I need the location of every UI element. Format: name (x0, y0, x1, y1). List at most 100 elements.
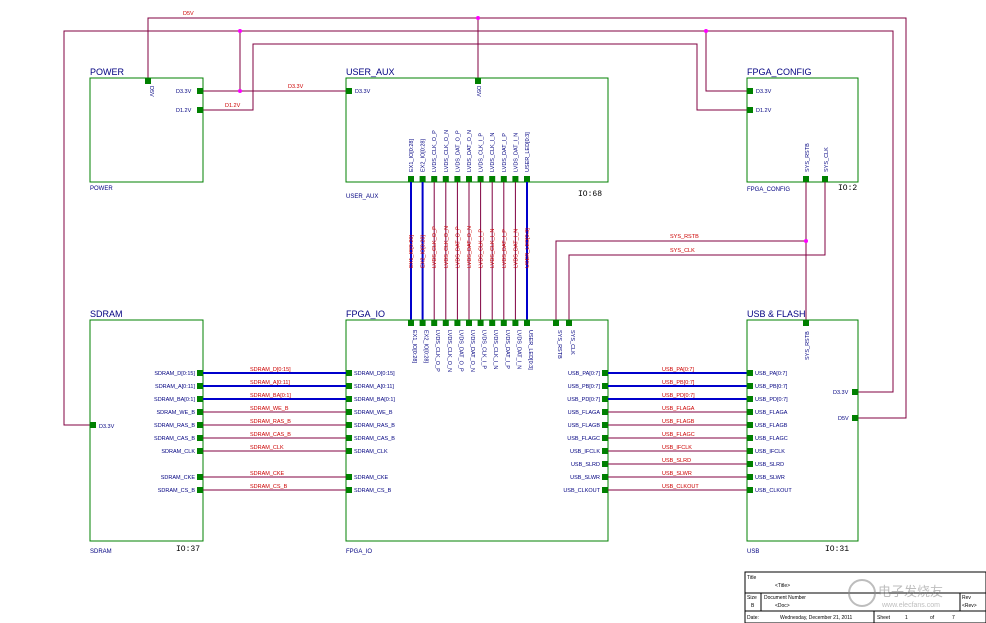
tb-date-value: Wednesday, December 21, 2011 (780, 615, 852, 621)
user-aux-title: USER_AUX (346, 67, 395, 77)
pin-label: LVDS_CLK_O_N (446, 330, 452, 372)
net-label: SDRAM_CLK (250, 445, 284, 451)
pin-label: SDRAM_A[0:11] (155, 384, 195, 390)
port (197, 409, 203, 415)
net-label: LVDS_CLK_O_P (432, 226, 438, 268)
port (512, 176, 519, 182)
port-d33v (852, 389, 858, 395)
net-label: LVDS_DAT_I_P (502, 229, 508, 268)
power-block-sub: POWER (90, 186, 113, 192)
pin-label: SDRAM_CLK (354, 449, 388, 455)
watermark-url: www.elecfans.com (881, 602, 940, 609)
net-label: LVDS_DAT_I_N (513, 229, 519, 268)
title-block: Title <Title> Size B Document Number <Do… (744, 571, 986, 623)
pin-label: EX2_IO[0:28] (423, 330, 429, 363)
port (747, 422, 753, 428)
port (431, 176, 438, 182)
pin-label: SDRAM_CLK (161, 449, 195, 455)
port (442, 176, 449, 182)
net-label-d12v: D1.2V (225, 103, 241, 109)
junction-dot (238, 29, 242, 33)
junction-dot (804, 239, 808, 243)
net-label: SDRAM_CS_B (250, 484, 288, 490)
pin-label: LVDS_DAT_I_P (504, 330, 510, 369)
port (466, 176, 472, 182)
net-label: LVDS_CLK_I_P (479, 229, 485, 268)
usb-flash-block[interactable]: USB & FLASH USB IO:31 SYS_RSTB D3.3V D5V… (746, 309, 859, 555)
tb-sheet-value: 1 (905, 615, 908, 621)
pin-label: LVDS_DAT_O_N (467, 130, 473, 172)
port (419, 320, 426, 326)
port (477, 320, 484, 326)
port (500, 320, 507, 326)
tb-size-value: B (751, 603, 755, 609)
net-label: LVDS_DAT_O_P (455, 226, 461, 268)
d33v-wire-right (202, 30, 894, 393)
tb-docnum-label: Document Number (764, 595, 806, 601)
port (454, 176, 461, 182)
tb-date-label: Date: (747, 615, 759, 621)
net-label: SDRAM_CAS_B (250, 432, 291, 438)
port (747, 474, 753, 480)
port (747, 383, 753, 389)
sys-clk-wire (568, 182, 826, 320)
pin-label: LVDS_CLK_I_N (490, 133, 496, 172)
port (346, 396, 352, 402)
pin-label: SYS_CLK (569, 330, 575, 355)
pin-label: SDRAM_CKE (354, 475, 389, 481)
tb-rev-label: Rev (962, 595, 971, 601)
pin-label: LVDS_DAT_I_N (513, 133, 519, 172)
pin-label: SDRAM_WE_B (354, 410, 393, 416)
tb-title-label: Title (747, 575, 756, 581)
pin-label: USB_PD[0:7] (567, 397, 600, 403)
tb-sheet-label: Sheet (877, 615, 891, 621)
port (346, 383, 352, 389)
tb-title-value: <Title> (775, 583, 790, 589)
tb-rev-value: <Rev> (962, 603, 977, 609)
net-label: LVDS_CLK_I_N (490, 229, 496, 268)
port (602, 487, 608, 493)
d33v-wire-sdram (63, 30, 240, 426)
port (197, 422, 203, 428)
sdram-nets: SDRAM_D[0:15]SDRAM_A[0:11]SDRAM_BA[0:1]S… (203, 367, 346, 491)
net-label: SDRAM_A[0:11] (250, 380, 290, 386)
pin-label: SDRAM_D[0:15] (154, 371, 195, 377)
port-d33v (346, 88, 352, 94)
net-label: SDRAM_BA[0:1] (250, 393, 291, 399)
port (747, 448, 753, 454)
port (346, 435, 352, 441)
port (454, 320, 461, 326)
port (197, 370, 203, 376)
port (489, 176, 496, 182)
port (197, 396, 203, 402)
pin-label: SDRAM_RAS_B (354, 423, 395, 429)
pin-d12v: D1.2V (176, 108, 192, 114)
net-label: USB_FLAGC (662, 432, 695, 438)
pin-label: USER_LED[0:3] (525, 132, 531, 172)
port-d12v (747, 107, 753, 113)
port (566, 320, 572, 326)
port (747, 461, 753, 467)
port (346, 370, 352, 376)
pin-d33v: D3.3V (756, 89, 772, 95)
fpga-io-block[interactable]: FPGA_IO FPGA_IO EX1_IO[0:28]EX2_IO[0:28]… (345, 309, 609, 555)
pin-label: USB_FLAGA (755, 410, 788, 416)
pin-d5v: D5V (838, 416, 849, 422)
user-aux-block[interactable]: USER_AUX USER_AUX IO:68 D3.3V D5V EX1_IO… (345, 67, 609, 200)
pin-label: SDRAM_WE_B (156, 410, 195, 416)
port (553, 320, 559, 326)
pin-d33v: D3.3V (99, 424, 115, 430)
port (524, 320, 530, 326)
user-aux-sub: USER_AUX (346, 194, 378, 200)
power-block[interactable]: POWER POWER D5V D3.3V D1.2V (89, 67, 204, 192)
pin-d5v: D5V (148, 86, 154, 97)
sdram-block[interactable]: SDRAM SDRAM IO:37 D3.3V SDRAM_D[0:15]SDR… (89, 309, 204, 555)
port-d5v (852, 415, 858, 421)
net-label: SDRAM_WE_B (250, 406, 289, 412)
port (747, 409, 753, 415)
fpga-config-block[interactable]: FPGA_CONFIG FPGA_CONFIG IO:2 D3.3V D1.2V… (746, 67, 859, 193)
pin-label: LVDS_DAT_I_P (502, 133, 508, 172)
port-d33v (90, 422, 96, 428)
port (346, 422, 352, 428)
